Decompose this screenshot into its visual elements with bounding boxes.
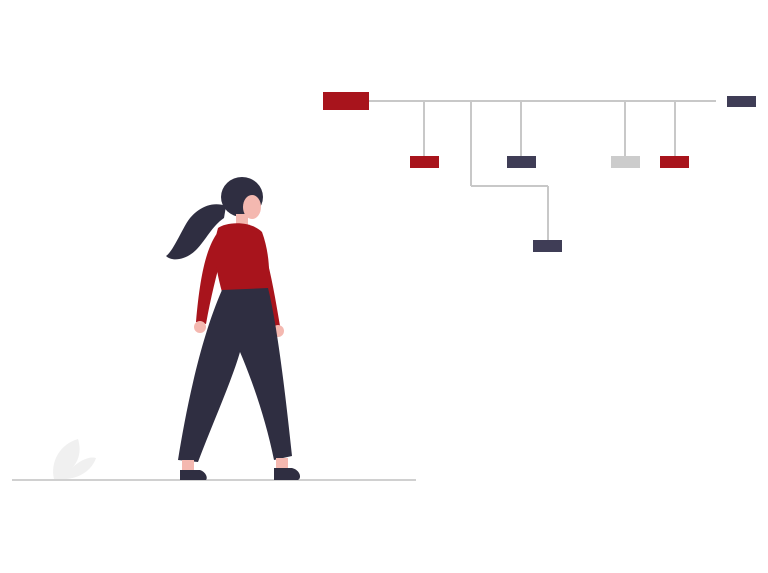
org-chart [323,92,756,252]
connector-lines [369,100,716,240]
face [243,195,261,219]
red-top [215,223,270,292]
right-shoe [274,468,300,480]
left-shoe [180,470,207,480]
child-node-2 [507,156,536,168]
child-node-1 [410,156,439,168]
neck [236,214,248,226]
root-node [323,92,369,110]
grandchild-node [533,240,562,252]
end-node [727,96,756,107]
child-node-3 [611,156,640,168]
left-hand [194,321,206,333]
woman-figure [166,177,300,480]
left-ankle [182,460,194,472]
right-ankle [276,458,288,470]
child-node-4 [660,156,689,168]
leaf-icon [53,439,96,479]
pants [178,288,292,462]
ponytail [166,204,226,260]
